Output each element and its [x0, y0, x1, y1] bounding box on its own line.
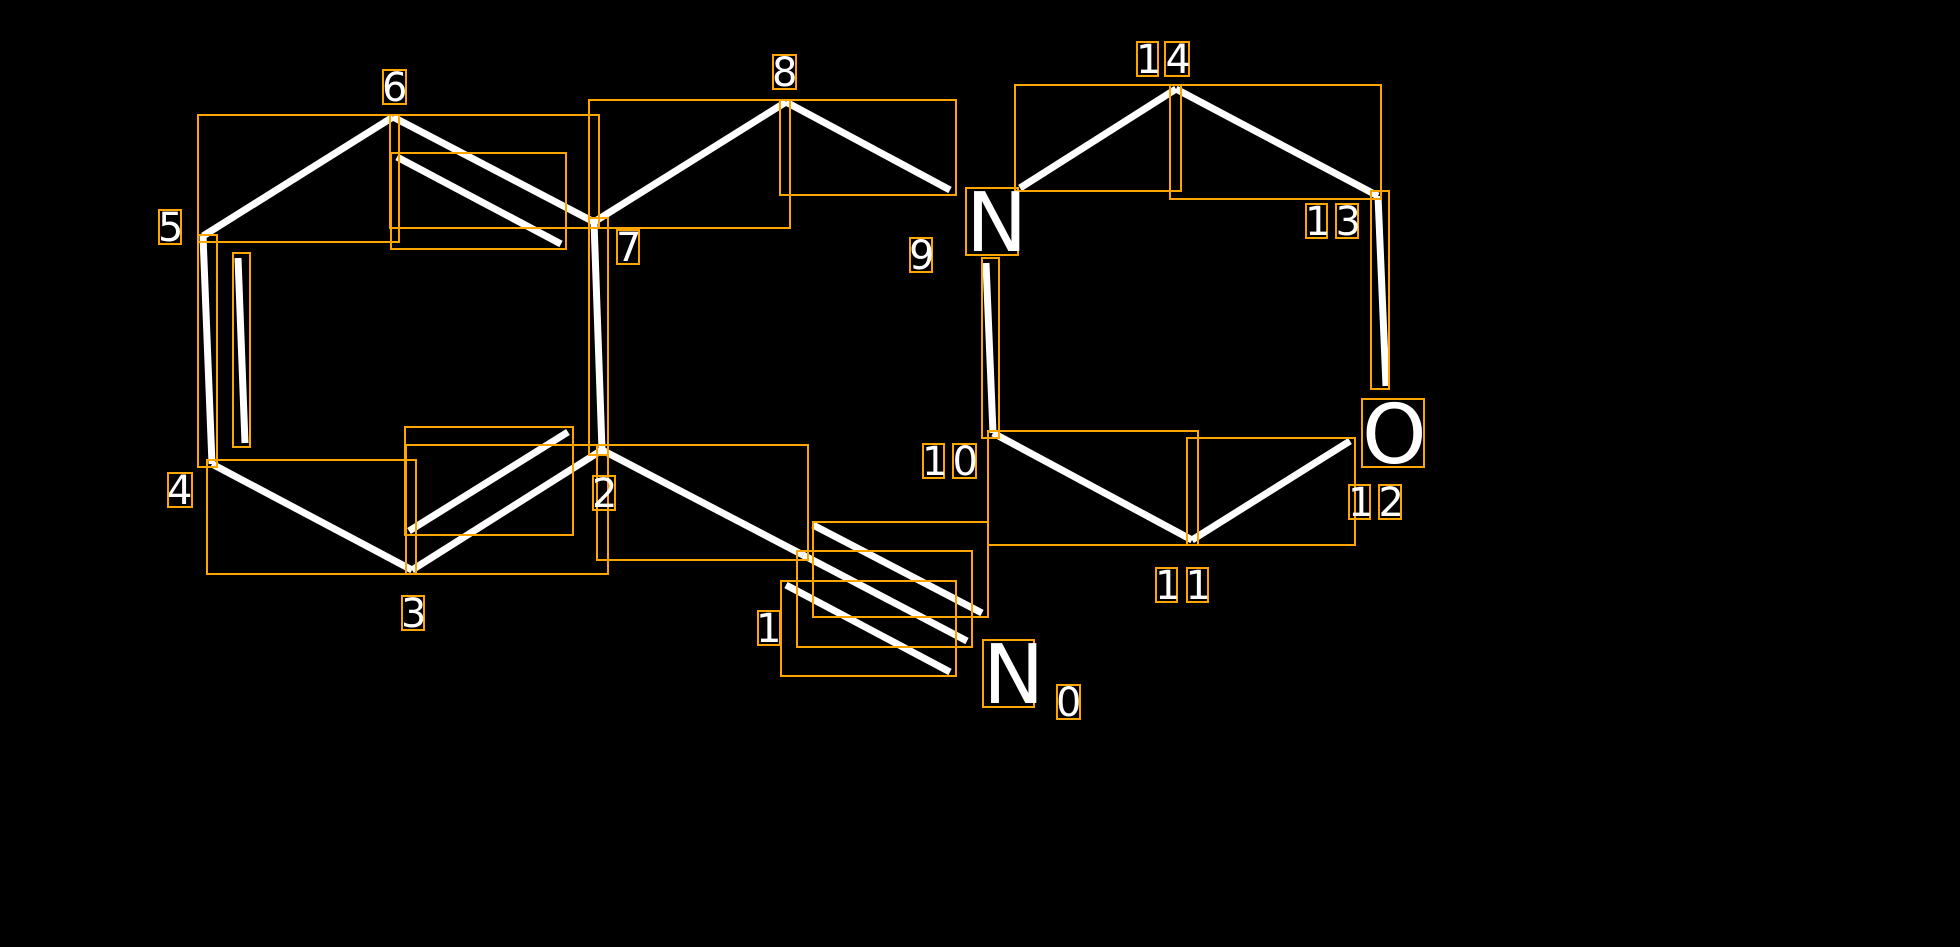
- bbox: [1056, 684, 1081, 720]
- bbox: [1169, 84, 1382, 200]
- bbox: [909, 237, 933, 273]
- atom-n-0: N: [983, 628, 1044, 723]
- bbox: [952, 443, 977, 479]
- bond-4-3: [210, 460, 414, 574]
- index-2: 2: [592, 471, 617, 517]
- bbox: [1348, 484, 1371, 520]
- index-14: 14: [1136, 37, 1195, 83]
- bbox: [588, 217, 609, 456]
- index-7: 7: [616, 225, 641, 271]
- bbox: [965, 187, 1019, 256]
- bbox: [1305, 203, 1328, 239]
- bbox: [981, 257, 1000, 439]
- bond-11-12: [1190, 438, 1352, 543]
- bbox: [1164, 41, 1190, 77]
- index-8: 8: [772, 50, 797, 96]
- bbox: [390, 152, 567, 250]
- bond-9-10: [982, 262, 997, 434]
- index-9: 9: [909, 233, 934, 279]
- bond-5-6: [201, 114, 395, 239]
- bond-2-1: [600, 446, 805, 559]
- atom-o-12: O: [1362, 388, 1427, 483]
- atom-n-9: N: [966, 176, 1027, 271]
- bond-1-0-b: [801, 551, 969, 645]
- bond-7-8: [592, 99, 788, 225]
- index-13: 13: [1305, 199, 1366, 245]
- bond-3-2: [410, 447, 604, 573]
- bbox: [1370, 190, 1390, 390]
- bonds: [199, 85, 1390, 676]
- bbox: [1378, 484, 1402, 520]
- bond-8-9: [784, 98, 952, 194]
- index-4: 4: [167, 468, 192, 514]
- bond-3-2-inner: [407, 429, 570, 534]
- bbox: [197, 114, 400, 243]
- bbox: [922, 443, 945, 479]
- bbox: [206, 459, 417, 575]
- bond-5-4-inner: [234, 257, 249, 444]
- bbox: [232, 252, 251, 448]
- index-5: 5: [158, 205, 183, 251]
- index-10: 10: [922, 439, 983, 485]
- bbox: [382, 69, 407, 105]
- bond-6-7-inner: [395, 153, 563, 248]
- index-3: 3: [401, 591, 426, 637]
- bbox: [404, 426, 574, 536]
- bbox: [779, 99, 957, 196]
- bbox: [812, 521, 989, 618]
- index-11: 11: [1155, 563, 1216, 609]
- bond-5-4: [199, 235, 216, 465]
- bbox: [1335, 203, 1359, 239]
- index-12: 12: [1348, 480, 1409, 526]
- bbox: [1155, 567, 1178, 603]
- bond-14-13: [1174, 85, 1380, 200]
- bbox: [588, 99, 791, 229]
- bbox: [796, 550, 973, 648]
- bbox: [616, 229, 640, 265]
- bond-13-12: [1374, 195, 1390, 387]
- bbox: [1136, 41, 1159, 77]
- bond-6-7: [391, 113, 596, 226]
- bbox: [158, 209, 182, 245]
- bbox: [757, 610, 781, 646]
- bond-7-2: [590, 221, 606, 451]
- bbox: [1014, 84, 1182, 192]
- bbox: [1361, 398, 1425, 468]
- index-0: 0: [1056, 680, 1081, 726]
- bbox: [167, 472, 193, 508]
- bbox: [987, 430, 1199, 546]
- index-labels: 0 1 2 3 4 5 6 7 8 9 10 11 12 13 14: [158, 37, 1409, 726]
- bond-10-11: [991, 429, 1194, 544]
- bond-boxes: [197, 84, 1390, 677]
- bond-9-14: [1018, 86, 1178, 191]
- bond-1-0-a: [811, 521, 984, 617]
- index-6: 6: [382, 65, 407, 111]
- atom-labels: N N O: [965, 176, 1427, 723]
- bbox: [592, 475, 616, 511]
- bbox: [1186, 567, 1209, 603]
- bbox: [1186, 437, 1356, 546]
- bbox: [401, 595, 425, 631]
- bbox: [772, 54, 797, 90]
- bbox: [596, 444, 809, 561]
- index-1: 1: [756, 606, 781, 652]
- bbox: [982, 639, 1035, 708]
